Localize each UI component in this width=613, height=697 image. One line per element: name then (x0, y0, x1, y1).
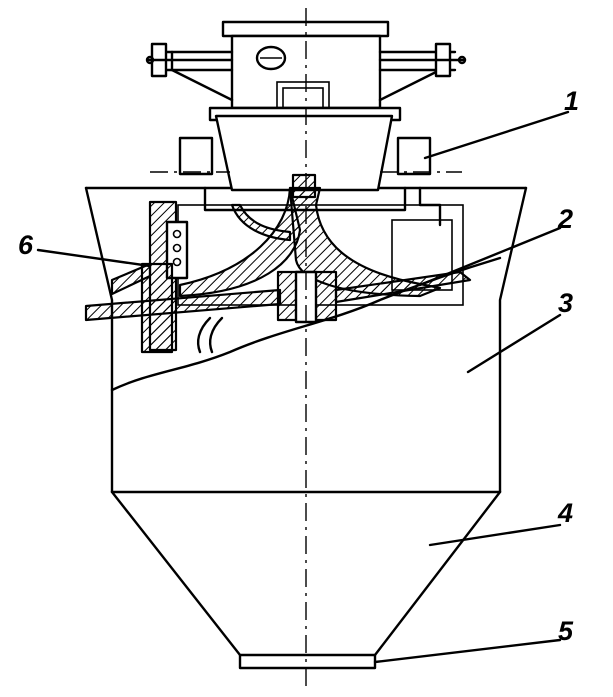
conical-hopper (110, 490, 502, 657)
center-axis (150, 8, 462, 690)
discharge-outlet (238, 653, 377, 670)
feed-pipe (110, 200, 189, 354)
shaft-hub (276, 270, 338, 324)
leader-lines (36, 110, 570, 664)
impeller (178, 173, 442, 298)
part-labels: 1 2 3 4 5 6 (18, 86, 579, 646)
label-part-4: 4 (557, 498, 573, 528)
right-support-bracket (378, 42, 467, 102)
stator-braces (196, 316, 224, 354)
label-part-5: 5 (558, 616, 574, 646)
label-part-2: 2 (557, 204, 573, 234)
label-part-3: 3 (558, 288, 573, 318)
label-part-6: 6 (18, 230, 34, 260)
label-part-1: 1 (564, 86, 579, 116)
left-support-bracket (145, 42, 234, 102)
drive-housing (208, 20, 402, 122)
